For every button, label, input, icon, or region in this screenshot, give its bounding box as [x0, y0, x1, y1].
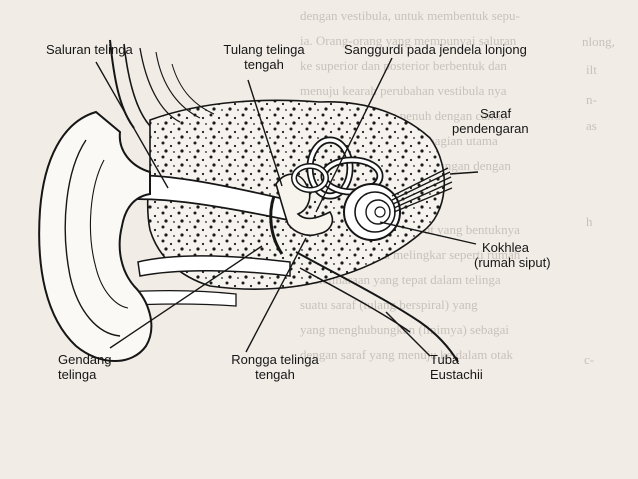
label-middle-ear-cavity-line-2: tengah — [255, 367, 295, 382]
label-ear-canal: Saluran telinga — [46, 42, 133, 57]
skull-layer — [171, 63, 215, 115]
label-eardrum: Gendang telinga — [58, 352, 112, 382]
label-eustachian-tube-line-1: Tuba — [430, 352, 460, 367]
label-cochlea-line-1: Kokhlea — [482, 240, 529, 255]
label-eardrum-line-2: telinga — [58, 367, 97, 382]
leader-lines — [95, 57, 479, 357]
eustachian-tube-wall — [299, 267, 411, 333]
label-eardrum-line-1: Gendang — [58, 352, 112, 367]
skull-layer — [139, 47, 181, 123]
cochlea-spiral — [343, 183, 401, 241]
label-auditory-nerve-line-1: Saraf — [480, 106, 512, 121]
label-cochlea-line-2: (rumah siput) — [474, 255, 551, 270]
ossicles — [275, 173, 334, 237]
lower-canal — [137, 255, 291, 277]
pinna — [38, 110, 153, 362]
label-stapes-oval-window: Sanggurdi pada jendela lonjong — [344, 42, 527, 57]
skull-layer — [123, 43, 151, 127]
auditory-nerve — [391, 167, 453, 213]
pinna-inner — [89, 159, 129, 309]
label-middle-ear-cavity-line-1: Rongga telinga — [231, 352, 319, 367]
label-eustachian-tube-line-2: Eustachii — [430, 367, 483, 382]
pinna-fold — [64, 139, 121, 337]
label-eustachian-tube: Tuba Eustachii — [430, 352, 483, 382]
label-middle-ear-cavity: Rongga telinga tengah — [210, 352, 340, 382]
label-auditory-nerve-line-2: pendengaran — [452, 121, 529, 136]
label-cochlea: Kokhlea (rumah siput) — [474, 240, 551, 270]
label-ossicles-line-1: Tulang telinga — [223, 42, 305, 57]
eustachian-tube — [295, 251, 459, 363]
label-ossicles-line-2: tengah — [244, 57, 284, 72]
skull-layer — [155, 51, 201, 119]
label-auditory-nerve: Saraf pendengaran — [452, 106, 592, 136]
label-ossicles: Tulang telinga tengah — [208, 42, 320, 72]
eardrum — [269, 195, 284, 255]
